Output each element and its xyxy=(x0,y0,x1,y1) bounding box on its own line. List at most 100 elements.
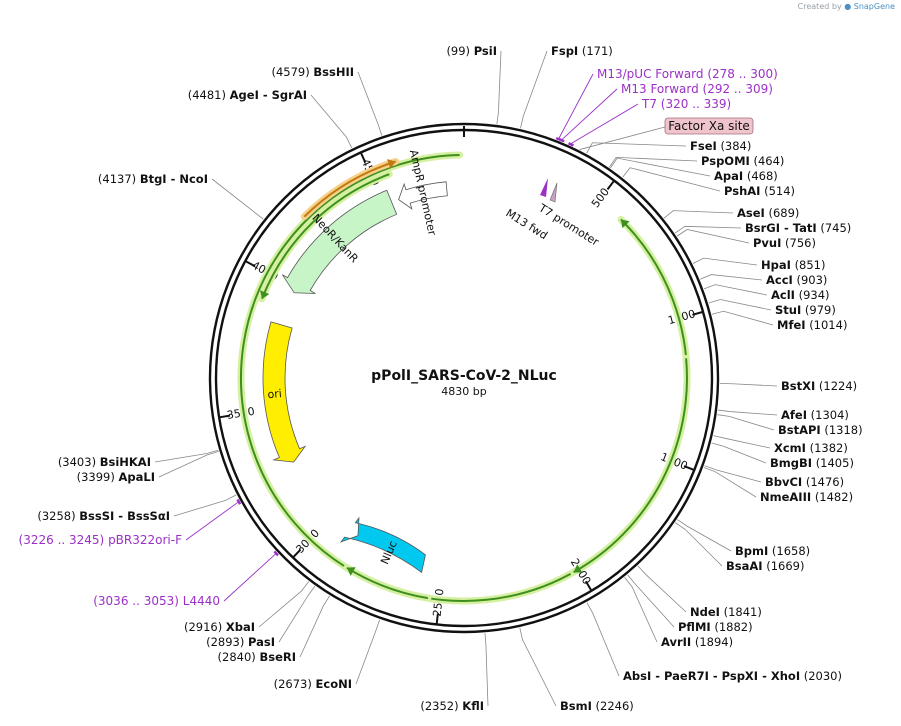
tick-mark xyxy=(584,580,592,591)
site-callout-line xyxy=(610,157,711,177)
feature-label: ori xyxy=(267,387,282,401)
primer-mark xyxy=(236,498,242,505)
restriction-site-label: PvuI (756) xyxy=(753,236,816,250)
site-name: HpaI xyxy=(761,258,791,272)
callout-lines xyxy=(154,50,778,707)
orf-arcs xyxy=(237,151,691,605)
site-name: AseI xyxy=(737,206,765,220)
site-position: (3399) xyxy=(77,470,115,484)
site-position: (1405) xyxy=(816,456,854,470)
site-callout-line xyxy=(173,494,237,517)
restriction-site-label: ApaI (468) xyxy=(714,169,778,183)
site-name: BstXI xyxy=(781,379,815,393)
site-name: AvrII xyxy=(661,635,691,649)
site-callout-line xyxy=(278,585,316,643)
restriction-site-label: PspOMI (464) xyxy=(701,154,784,168)
site-callout-line xyxy=(158,451,219,478)
plasmid-name: pPolI_SARS-CoV-2_NLuc xyxy=(371,368,557,384)
site-position: (514) xyxy=(764,184,795,198)
site-callout-line xyxy=(586,602,620,677)
restriction-site-label: PflMI (1882) xyxy=(678,620,753,634)
primer-name: T7 xyxy=(641,97,657,111)
site-name: FspI xyxy=(551,44,578,58)
tick-mark xyxy=(692,311,703,316)
m13-fwd-mark xyxy=(540,178,548,197)
site-name: BsiHKAI xyxy=(100,455,151,469)
primer-range: (292 .. 309) xyxy=(703,82,773,96)
primer-label: M13/pUC Forward (278 .. 300) xyxy=(597,67,778,81)
primer-range: (320 .. 339) xyxy=(661,97,731,111)
site-position: (1482) xyxy=(815,490,853,504)
credit-prefix: Created by xyxy=(797,2,842,11)
restriction-site-label: PshAI (514) xyxy=(724,184,795,198)
site-callout-line xyxy=(704,465,762,483)
restriction-site-label: XcmI (1382) xyxy=(774,441,848,455)
site-position: (3258) xyxy=(37,509,75,523)
site-callout-line xyxy=(713,435,771,449)
tick-mark xyxy=(606,180,615,190)
feature-nluc xyxy=(339,516,426,574)
site-position: (171) xyxy=(582,44,613,58)
site-position: (384) xyxy=(720,139,751,153)
site-name: BpmI xyxy=(735,544,768,558)
site-position: (99) xyxy=(446,44,470,58)
site-callout-line xyxy=(703,284,768,296)
tick-mark xyxy=(219,414,231,419)
primer-label: M13 Forward (292 .. 309) xyxy=(621,82,773,96)
site-name: NmeAIII xyxy=(760,490,811,504)
site-name: BsaAI xyxy=(726,559,763,573)
site-callout-line xyxy=(703,467,757,498)
site-position: (851) xyxy=(795,258,826,272)
site-position: (1476) xyxy=(806,475,844,489)
snapgene-credit: Created by ● SnapGene xyxy=(798,2,895,11)
orf-arc xyxy=(573,358,688,574)
primer-callout-line xyxy=(558,73,594,139)
site-position: (979) xyxy=(805,303,836,317)
site-name: XbaI xyxy=(226,620,255,634)
restriction-site-label: (2893) PasI xyxy=(206,635,275,649)
primer-mark xyxy=(273,550,279,557)
primer-callout-line xyxy=(185,501,239,541)
primer-name: L4440 xyxy=(183,594,220,608)
site-callout-line xyxy=(677,519,732,552)
site-position: (4137) xyxy=(98,172,136,186)
site-name: PsiI xyxy=(474,44,497,58)
restriction-site-label: (4579) BssHII xyxy=(271,65,354,79)
site-callout-line xyxy=(717,414,775,431)
site-callout-line xyxy=(708,299,772,311)
site-callout-line xyxy=(717,409,778,416)
site-position: (1014) xyxy=(809,318,847,332)
restriction-site-label: FspI (171) xyxy=(551,44,613,58)
site-name: BsmI xyxy=(560,699,592,713)
restriction-site-label: (2916) XbaI xyxy=(184,620,255,634)
factor-xa-callout-line xyxy=(579,126,666,150)
site-callout-line xyxy=(700,274,763,281)
site-callout-line xyxy=(608,156,698,168)
site-name: ApaI xyxy=(714,169,743,183)
primer-label: (3226 .. 3245) pBR322ori-F xyxy=(19,533,183,547)
site-position: (1382) xyxy=(810,441,848,455)
restriction-site-label: BsaAI (1669) xyxy=(726,559,804,573)
restriction-site-label: BsrGI - TatI (745) xyxy=(745,221,851,235)
site-name: ApaLI xyxy=(119,470,156,484)
site-callout-line xyxy=(637,565,687,613)
site-position: (2246) xyxy=(596,699,634,713)
site-callout-line xyxy=(211,178,264,220)
site-callout-line xyxy=(519,627,557,707)
primer-range: (3226 .. 3245) xyxy=(19,533,105,547)
site-name: BseRI xyxy=(259,650,296,664)
site-name: EcoNI xyxy=(316,677,352,691)
orf-arc-arrowhead xyxy=(620,219,630,229)
primer-callout-line xyxy=(571,103,639,144)
site-name: PflMI xyxy=(678,620,711,634)
site-callout-line xyxy=(484,633,489,707)
restriction-site-label: (3403) BsiHKAI xyxy=(58,455,151,469)
credit-brand: SnapGene xyxy=(853,2,895,11)
site-name: BssSI - BssSαI xyxy=(79,509,170,523)
site-name: XcmI xyxy=(774,441,806,455)
restriction-site-label: NmeAIII (1482) xyxy=(760,490,853,504)
site-name: AgeI - SgrAI xyxy=(230,88,307,102)
site-position: (2673) xyxy=(274,677,312,691)
orf-arc xyxy=(261,173,390,300)
